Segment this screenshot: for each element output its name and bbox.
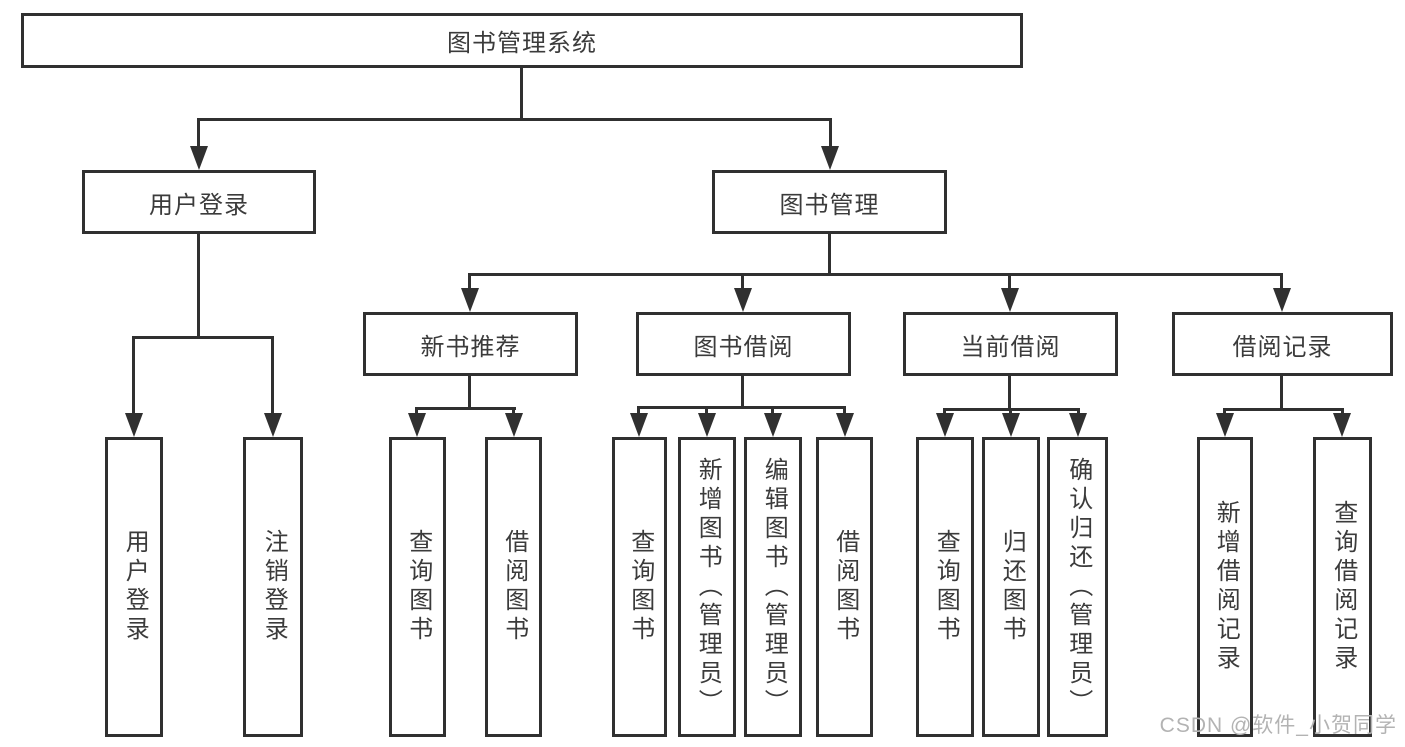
connector-line: [771, 406, 774, 418]
leaf-query-books-recommend: 查询图书: [389, 437, 446, 737]
node-new-book-recommend: 新书推荐: [363, 312, 578, 376]
node-root: 图书管理系统: [21, 13, 1023, 68]
connector-line: [829, 118, 832, 150]
connector-line: [741, 376, 744, 409]
leaf-return-books: 归还图书: [982, 437, 1040, 737]
node-user-login: 用户登录: [82, 170, 316, 234]
arrowhead-down-icon: [408, 413, 426, 437]
connector-line: [415, 407, 516, 410]
connector-line: [741, 273, 744, 292]
connector-line: [1223, 408, 1344, 411]
leaf-add-books-admin: 新增图书（管理员）: [678, 437, 736, 737]
connector-line: [197, 234, 200, 339]
arrowhead-down-icon: [936, 413, 954, 437]
arrowhead-down-icon: [1333, 413, 1351, 437]
connector-line: [197, 118, 200, 150]
arrowhead-down-icon: [821, 146, 839, 170]
arrowhead-down-icon: [836, 413, 854, 437]
arrowhead-down-icon: [1273, 288, 1291, 312]
leaf-query-books-current: 查询图书: [916, 437, 974, 737]
arrowhead-down-icon: [125, 413, 143, 437]
connector-line: [468, 376, 471, 410]
node-current-borrow: 当前借阅: [903, 312, 1118, 376]
leaf-add-borrow-record: 新增借阅记录: [1197, 437, 1253, 737]
arrowhead-down-icon: [698, 413, 716, 437]
arrowhead-down-icon: [764, 413, 782, 437]
connector-line: [705, 406, 708, 418]
node-book-management: 图书管理: [712, 170, 947, 234]
arrowhead-down-icon: [734, 288, 752, 312]
connector-line: [637, 406, 640, 418]
arrowhead-down-icon: [1001, 288, 1019, 312]
connector-line: [828, 234, 831, 276]
connector-line: [132, 336, 274, 339]
connector-line: [468, 273, 1283, 276]
connector-line: [197, 118, 832, 121]
node-borrow-records: 借阅记录: [1172, 312, 1393, 376]
leaf-borrow-books: 借阅图书: [816, 437, 873, 737]
arrowhead-down-icon: [630, 413, 648, 437]
connector-line: [1280, 376, 1283, 411]
arrowhead-down-icon: [505, 413, 523, 437]
connector-line: [1008, 273, 1011, 292]
arrowhead-down-icon: [264, 413, 282, 437]
connector-line: [843, 406, 846, 418]
arrowhead-down-icon: [190, 146, 208, 170]
connector-line: [271, 336, 274, 418]
csdn-watermark: CSDN @软件_小贺同学: [1159, 714, 1397, 737]
arrowhead-down-icon: [1002, 413, 1020, 437]
connector-line: [512, 407, 515, 418]
arrowhead-down-icon: [1069, 413, 1087, 437]
leaf-borrow-books-recommend: 借阅图书: [485, 437, 542, 737]
leaf-user-login: 用户登录: [105, 437, 163, 737]
connector-line: [637, 406, 846, 409]
connector-line: [468, 273, 471, 292]
node-book-borrow: 图书借阅: [636, 312, 851, 376]
arrowhead-down-icon: [461, 288, 479, 312]
connector-line: [1280, 273, 1283, 292]
leaf-query-borrow-record: 查询借阅记录: [1313, 437, 1372, 737]
leaf-confirm-return-admin: 确认归还（管理员）: [1047, 437, 1108, 737]
leaf-edit-books-admin: 编辑图书（管理员）: [744, 437, 802, 737]
connector-line: [520, 68, 523, 121]
connector-line: [132, 336, 135, 418]
arrowhead-down-icon: [1216, 413, 1234, 437]
connector-line: [1008, 376, 1011, 411]
leaf-query-books-borrow: 查询图书: [612, 437, 667, 737]
connector-line: [415, 407, 418, 418]
leaf-logout: 注销登录: [243, 437, 303, 737]
